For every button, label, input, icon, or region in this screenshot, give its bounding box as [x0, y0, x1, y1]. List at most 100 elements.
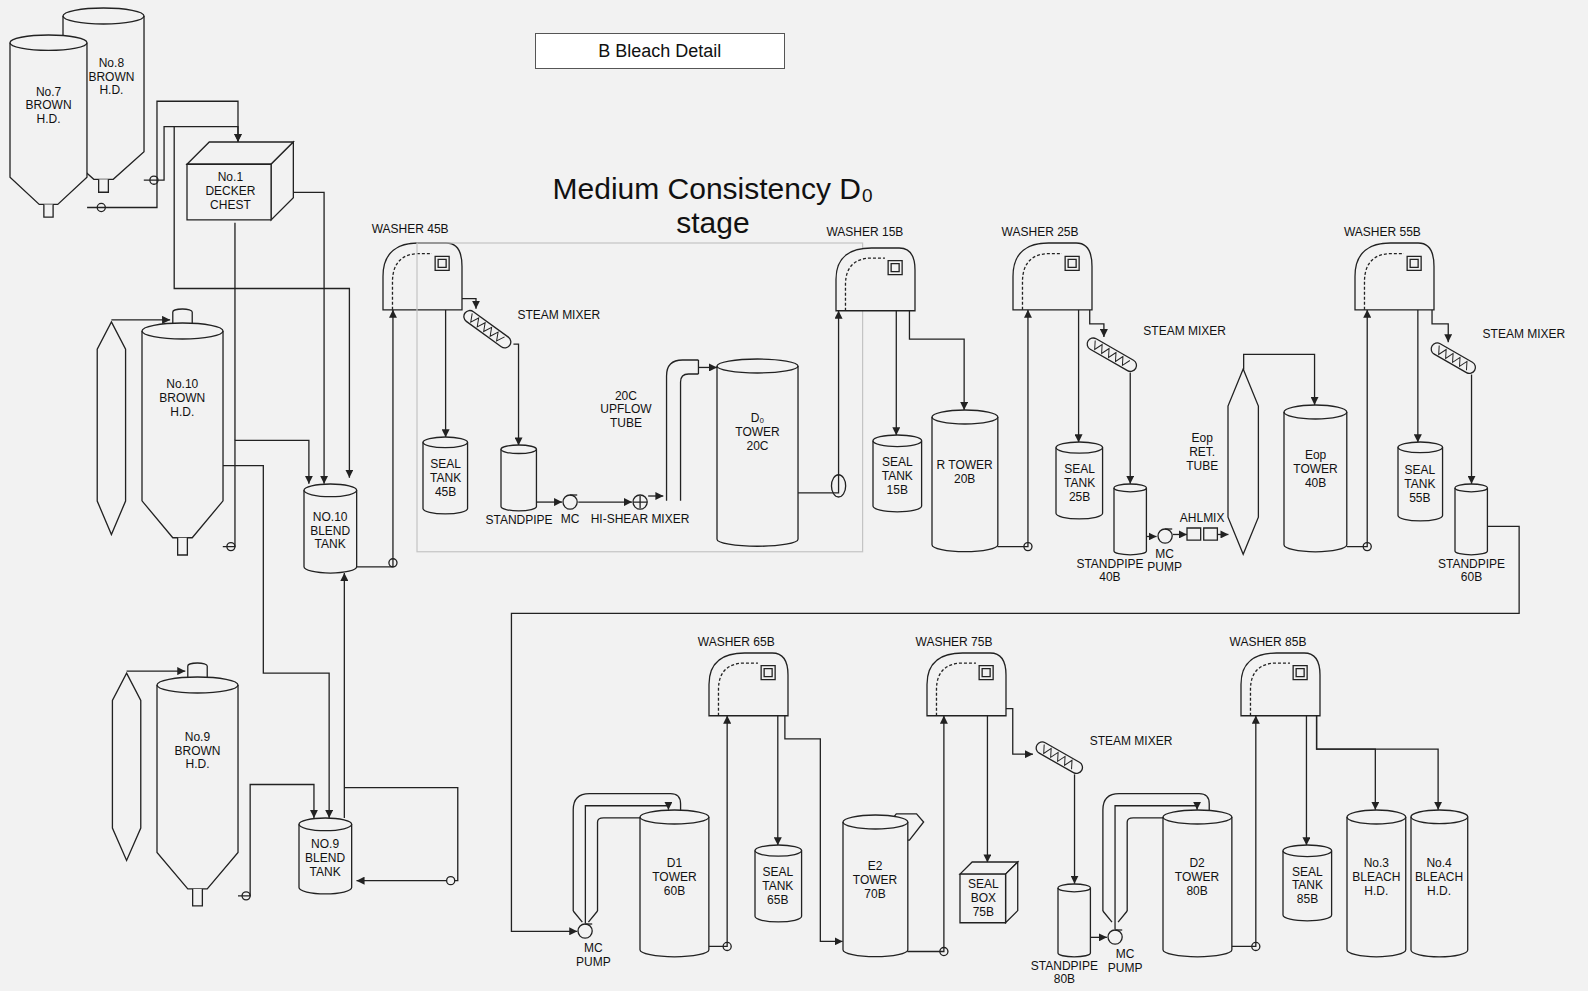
- washer-vat: [1065, 256, 1079, 270]
- text-frame: SEAL TANK 45B: [424, 447, 467, 510]
- washer-drum: [718, 663, 757, 716]
- storage-silo-outline: [157, 663, 238, 906]
- washer-hood: [383, 243, 462, 310]
- drum-washer-outline: [709, 653, 788, 716]
- pipe-connector: [1417, 310, 1418, 443]
- pipe-connector: [998, 310, 1028, 547]
- pump-casing: [563, 495, 577, 509]
- tube-wall: [667, 360, 699, 501]
- text-frame: No.1 DECKER CHEST: [189, 166, 271, 218]
- tank-rim: [755, 851, 802, 857]
- tube-wall: [681, 374, 699, 501]
- tank-rim: [423, 443, 468, 448]
- text-frame: 20C UPFLOW TUBE: [595, 390, 658, 431]
- drum-washer-outline: [1355, 243, 1434, 310]
- tank-vessel: STANDPIPE 60B: [1455, 484, 1487, 555]
- box-front: [187, 164, 271, 220]
- steam-mixer-outline: [1428, 342, 1479, 374]
- text-frame: STANDPIPE 40B: [1072, 558, 1147, 586]
- shear-mixer: HI-SHEAR MIXER: [632, 494, 648, 510]
- text-frame: STANDPIPE 60B: [1434, 558, 1509, 586]
- pipe-connector: [344, 573, 345, 818]
- tank-body: [843, 815, 908, 957]
- equipment-label: SEAL TANK 15B: [876, 456, 919, 497]
- equipment-label: No.3 BLEACH H.D.: [1351, 857, 1402, 898]
- washer-vat-inner: [891, 264, 899, 272]
- pipe-connector: [896, 311, 897, 436]
- pump-symbol: MC: [562, 494, 578, 510]
- equipment-label: No.1 DECKER CHEST: [199, 171, 262, 212]
- tank-vessel: R TOWER 20B: [932, 410, 998, 552]
- steam-mixer: STEAM MIXER: [1428, 342, 1479, 374]
- mixer-coil: [1091, 341, 1130, 368]
- washer-vat: [888, 261, 902, 275]
- tank-body: [1056, 442, 1103, 519]
- pipe-connector: [1006, 709, 1033, 755]
- tank-vessel: D1 TOWER 60B: [640, 810, 709, 957]
- pump-casing: [1158, 529, 1172, 543]
- mixer-casing: [1085, 336, 1139, 374]
- tank-vessel-outline: [1114, 484, 1146, 555]
- equipment-label: D2 TOWER 80B: [1169, 857, 1226, 898]
- pipe-connector: [445, 310, 446, 438]
- pipe-connector: [987, 716, 988, 863]
- tank-body: [1114, 484, 1146, 555]
- steam-mixer-outline: [461, 309, 514, 349]
- washer-drum: [1365, 254, 1404, 310]
- pump-outlet: [570, 494, 577, 495]
- tank-rim: [1411, 817, 1468, 824]
- static-mixer: AHLMIX: [1187, 528, 1217, 540]
- mixer-casing: [1034, 740, 1085, 776]
- pipe-connector: [699, 367, 717, 368]
- mixer-coil: [467, 313, 504, 343]
- tank-body: [873, 435, 922, 512]
- tank-rim: [1455, 488, 1487, 492]
- equipment-label: MC PUMP: [1105, 948, 1146, 976]
- equipment-label: Eop RET. TUBE: [1182, 432, 1223, 473]
- silo-rim: [142, 331, 223, 339]
- equipment-label: WASHER 45B: [372, 223, 449, 237]
- text-frame: WASHER 25B: [1002, 226, 1079, 240]
- washer-hood: [1241, 653, 1320, 716]
- tank-rim: [873, 441, 922, 447]
- equipment-label: STEAM MIXER: [1483, 328, 1566, 342]
- text-frame: No.9 BROWN H.D.: [159, 709, 236, 795]
- text-frame: SEAL TANK 15B: [874, 445, 921, 508]
- silo-nozzle: [44, 205, 53, 218]
- silo-body: [157, 677, 238, 889]
- text-frame: No.8 BROWN H.D.: [81, 33, 142, 121]
- tank-rim: [932, 417, 998, 424]
- tank-body: [932, 410, 998, 552]
- drum-washer: WASHER 85B: [1241, 653, 1320, 716]
- equipment-label: Eop TOWER 40B: [1288, 449, 1343, 490]
- text-frame: NO.9 BLEND TANK: [300, 828, 351, 890]
- text-frame: MC PUMP: [573, 942, 614, 970]
- washer-drum: [936, 663, 975, 716]
- equipment-label: SEAL TANK 65B: [758, 866, 799, 907]
- equipment-label: SEAL TANK 45B: [426, 458, 465, 499]
- pipe-connector: [1090, 310, 1104, 337]
- mixer-body: [461, 308, 513, 350]
- pipe-connector: [511, 526, 1519, 931]
- washer-vat-inner: [1296, 668, 1304, 676]
- text-frame: SEAL TANK 55B: [1399, 452, 1442, 517]
- text-frame: AHLMIX: [1180, 512, 1225, 526]
- pump-outlet: [585, 924, 592, 925]
- pipe-line: [234, 223, 235, 441]
- mixer-casing: [1429, 341, 1478, 376]
- equipment-label: SEAL TANK 85B: [1286, 866, 1329, 907]
- pump-symbol: MC PUMP: [577, 923, 593, 939]
- steam-mixer-outline: [1084, 337, 1140, 372]
- title-box: B Bleach Detail: [535, 33, 785, 68]
- tank-body: [1058, 884, 1090, 957]
- text-frame: WASHER 85B: [1229, 636, 1306, 650]
- pump-symbol-outline: [1157, 528, 1173, 544]
- equipment-label: No.4 BLEACH H.D.: [1415, 857, 1464, 898]
- box-side: [271, 142, 293, 220]
- washer-vat: [979, 665, 993, 679]
- equipment-label: WASHER 75B: [916, 636, 993, 650]
- tank-rim: [640, 817, 709, 824]
- pipe-connector: [1317, 716, 1439, 810]
- equipment-label: WASHER 55B: [1344, 226, 1421, 240]
- mixer-body: [1085, 336, 1139, 374]
